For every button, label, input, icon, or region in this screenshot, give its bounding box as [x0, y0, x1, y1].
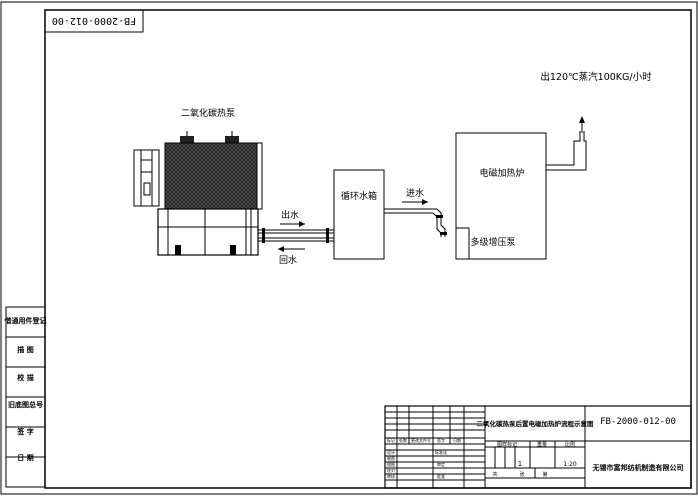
title-drawing-number: FB-2000-012-00: [600, 417, 676, 427]
side-stamp-2: 描 图: [17, 345, 33, 354]
role-5: 审核: [387, 473, 395, 479]
pump-label: 多级增压泵: [470, 236, 515, 248]
role-3: 描图: [387, 461, 395, 467]
heater-label: 电磁加热炉: [479, 167, 524, 179]
water-out-label: 出水: [281, 209, 299, 221]
role2-1: 标准化: [435, 449, 447, 455]
side-stamp-1: 借通用件登记: [4, 316, 47, 325]
title-block: [384, 405, 692, 489]
drawing-title: 二氧化碳热泵后置电磁加热炉流程示意图: [477, 419, 595, 428]
role-4: 校对: [387, 467, 395, 473]
scale-value: 1:20: [563, 461, 577, 468]
water-in-label: 进水: [406, 187, 424, 199]
inner-frame: [44, 9, 692, 489]
pipe-tank-pump: 进水: [384, 187, 447, 237]
water-tank-label: 循环水箱: [341, 190, 377, 202]
change-header-2: 处数: [399, 437, 407, 443]
scale-header: 比例: [565, 441, 575, 448]
stage-header: 图样标记: [497, 441, 517, 448]
role-1: 设计: [387, 449, 395, 455]
side-stamp-5: 签 字: [16, 427, 33, 436]
water-return-label: 回水: [279, 254, 297, 266]
heat-pump-unit: 二氧化碳热泵: [133, 107, 263, 256]
side-stamp-3: 校 描: [17, 373, 33, 382]
side-stamp-table: 借通用件登记 描 图 校 描 旧底图总号 签 字 日 期: [4, 306, 47, 488]
sheet-total-label: 共: [492, 471, 497, 478]
company-name: 无锡市富邦纺机制造有限公司: [592, 463, 684, 472]
sheet-no-label: 第: [542, 471, 547, 478]
change-header-5: 日期: [453, 437, 461, 443]
water-tank: 循环水箱: [333, 169, 385, 260]
side-stamp-4: 旧底图总号: [8, 400, 43, 409]
rotated-drawing-number: FB-2000-012-00: [52, 15, 136, 26]
weight-header: 重量: [537, 441, 547, 448]
electromagnetic-heater: 电磁加热炉 多级增压泵 出120℃蒸汽100KG/小时: [455, 71, 652, 260]
role2-2: 审定: [437, 461, 445, 467]
quantity-value: 1: [518, 460, 522, 468]
change-header-4: 签字: [437, 437, 445, 443]
change-header-1: 标记: [387, 437, 395, 443]
change-header-3: 更改文件号: [411, 437, 431, 443]
pipes-hp-tank: 出水 回水: [258, 209, 334, 266]
side-stamp-6: 日 期: [17, 453, 33, 462]
heat-pump-label: 二氧化碳热泵: [181, 107, 235, 119]
role2-3: 批准: [437, 473, 445, 479]
sheet-of-label: 张: [519, 471, 524, 478]
rotated-number-box: FB-2000-012-00: [44, 9, 144, 33]
output-label: 出120℃蒸汽100KG/小时: [540, 71, 652, 83]
title-block-text: 二氧化碳热泵后置电磁加热炉流程示意图 FB-2000-012-00 图样标记 重…: [387, 417, 684, 479]
role-2: 制图: [387, 455, 395, 461]
